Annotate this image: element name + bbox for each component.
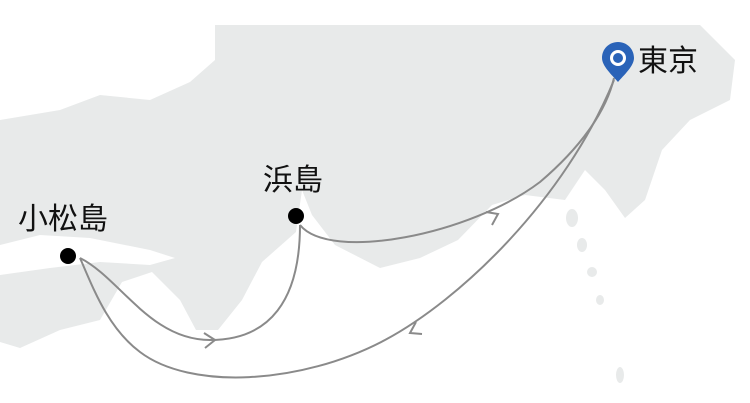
arrow-head — [408, 321, 423, 335]
hamashima-label: 浜島 — [263, 163, 323, 198]
inland-sea — [0, 235, 175, 275]
routes — [79, 77, 615, 379]
arrow-head — [485, 211, 500, 226]
komatsushima-label: 小松島 — [18, 202, 108, 237]
land-mass — [0, 25, 735, 383]
komatsushima-dot-icon[interactable] — [60, 248, 76, 264]
tokyo-pin-icon[interactable] — [602, 42, 634, 82]
tokyo-label: 東京 — [638, 44, 698, 79]
route-komatsushima-hamashima — [79, 224, 301, 342]
hamashima-dot-icon[interactable] — [288, 208, 304, 224]
route-tokyo-komatsushima — [79, 79, 615, 379]
arrow-head — [203, 332, 217, 349]
